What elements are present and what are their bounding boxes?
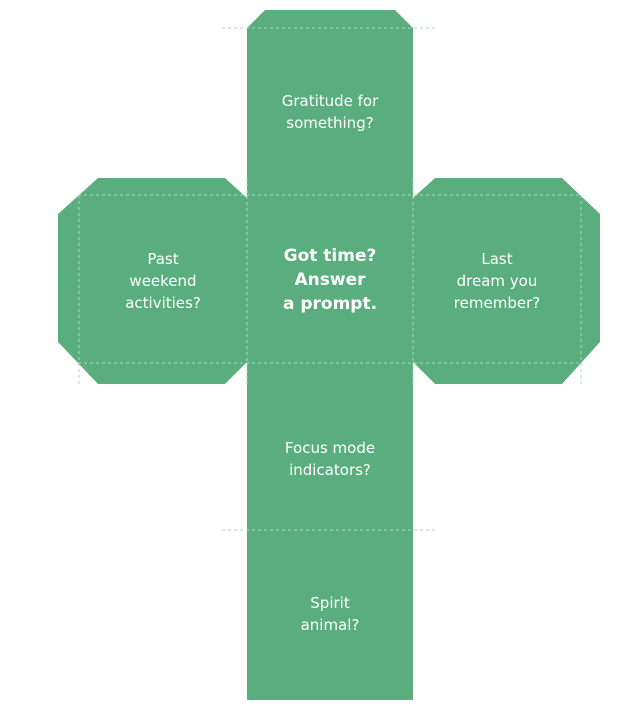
- face-top-label: Gratitude for something?: [281, 92, 379, 132]
- face-bottom-label: Spirit animal?: [300, 594, 360, 634]
- face-lower-label: Focus mode indicators?: [284, 439, 376, 479]
- face-center-label: Got time? Answer a prompt.: [282, 246, 378, 314]
- fold-lines: [78, 27, 582, 531]
- net-right-flap: [413, 178, 600, 384]
- face-left-label: Past weekend activities?: [125, 250, 201, 312]
- net-left-flap: [58, 178, 247, 384]
- net-center-column: [247, 10, 413, 700]
- face-right-label: Last dream you remember?: [453, 250, 541, 312]
